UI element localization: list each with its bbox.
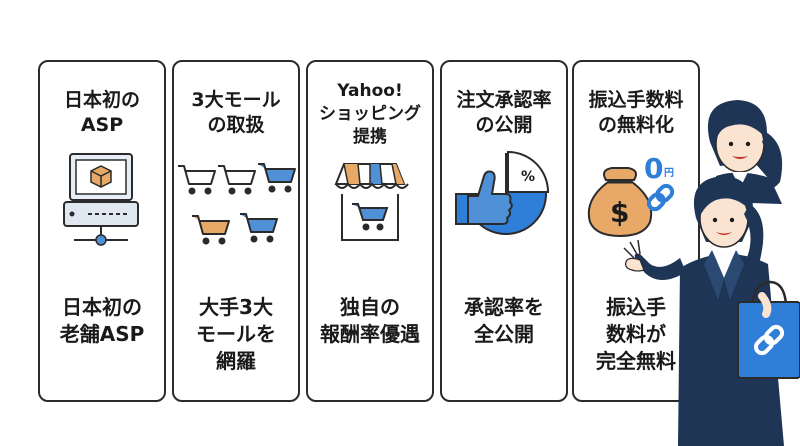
card-title: 注文承認率 の公開 — [456, 89, 552, 136]
yen-unit: 円 — [664, 168, 674, 179]
card-description: 日本初の 老舗ASP — [59, 295, 145, 346]
feature-card-three-malls: 3大モール の取扱 大手3大 モールを 網羅 — [172, 60, 300, 402]
feature-card-approval-rate: 注文承認率 の公開 % 承認率を 全公開 — [440, 60, 568, 402]
card-title: 振込手数料 の無料化 — [588, 89, 684, 136]
card-title: 日本初の ASP — [63, 89, 140, 136]
businesswomen-illustration — [623, 100, 800, 446]
card-title: 3大モール の取扱 — [191, 89, 281, 136]
money-bag-chain-icon: $ 0 円 — [574, 150, 698, 270]
feature-card-yahoo: Yahoo! ショッピング 提携 独自の 報酬率優遇 — [306, 60, 434, 402]
svg-text:%: % — [521, 169, 535, 185]
shopping-carts-icon — [178, 163, 296, 245]
shopping-bag — [737, 280, 800, 379]
feature-card-free-transfer: 振込手数料 の無料化 $ 0 円 振込手 数料が 完全無料 — [572, 60, 700, 402]
card-title: Yahoo! ショッピング 提携 — [319, 81, 421, 147]
feature-card-first-asp: 日本初の ASP 日本初の 老舗ASP — [38, 60, 166, 402]
computer-server-icon — [63, 153, 139, 246]
zero-amount: 0 — [644, 152, 664, 185]
card-description: 振込手 数料が 完全無料 — [596, 295, 676, 373]
card-description: 独自の 報酬率優遇 — [320, 295, 420, 346]
back-businesswoman — [707, 100, 783, 204]
chain-link-icon — [753, 324, 785, 356]
card-description: 大手3大 モールを 網羅 — [196, 295, 276, 373]
thumbs-up-percent-chart-icon: % — [455, 150, 550, 235]
svg-text:$: $ — [610, 196, 629, 229]
card-description: 承認率を 全公開 — [464, 295, 544, 346]
storefront-cart-icon — [334, 163, 409, 241]
